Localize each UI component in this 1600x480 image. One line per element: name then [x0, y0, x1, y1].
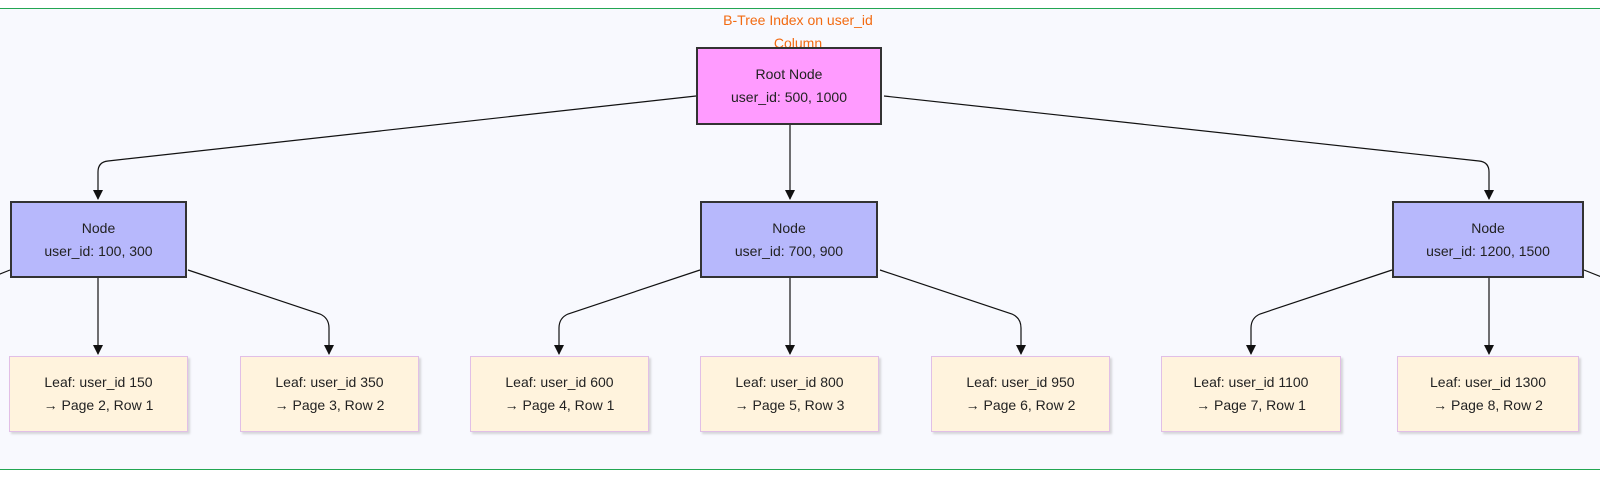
leaf-node-5: Leaf: user_id 950 → Page 6, Row 2 [931, 356, 1110, 432]
edge-n3-l6 [1246, 269, 1393, 355]
title-line-1: B-Tree Index on user_id [723, 12, 873, 28]
leaf-node-7-pointer: → Page 8, Row 2 [1433, 397, 1543, 413]
internal-node-2-keys: user_id: 700, 900 [734, 242, 844, 259]
edge-root-n3 [883, 95, 1494, 200]
internal-node-3: Node user_id: 1200, 1500 [1392, 201, 1584, 278]
edge-root-n1 [93, 95, 697, 200]
edge-n3-offscreen [1583, 269, 1600, 278]
internal-node-1-keys: user_id: 100, 300 [44, 242, 153, 259]
leaf-node-6: Leaf: user_id 1100 → Page 7, Row 1 [1161, 356, 1341, 432]
edge-n1-offscreen [0, 269, 11, 275]
leaf-node-1-key: Leaf: user_id 150 [44, 374, 153, 390]
leaf-node-2-key: Leaf: user_id 350 [275, 374, 384, 390]
root-node-label: Root Node [755, 66, 823, 82]
root-node: Root Node user_id: 500, 1000 [696, 47, 882, 125]
leaf-node-5-key: Leaf: user_id 950 [966, 374, 1075, 390]
internal-node-2: Node user_id: 700, 900 [700, 201, 878, 278]
leaf-node-3: Leaf: user_id 600 → Page 4, Row 1 [470, 356, 649, 432]
leaf-node-5-pointer: → Page 6, Row 2 [965, 397, 1076, 413]
internal-node-2-label: Node [772, 219, 806, 236]
leaf-node-4-pointer: → Page 5, Row 3 [734, 397, 845, 413]
leaf-node-7: Leaf: user_id 1300 → Page 8, Row 2 [1397, 356, 1579, 432]
leaf-node-6-key: Leaf: user_id 1100 [1193, 374, 1309, 390]
leaf-node-3-pointer: → Page 4, Row 1 [504, 397, 615, 413]
internal-node-3-label: Node [1471, 219, 1505, 236]
leaf-node-3-key: Leaf: user_id 600 [505, 374, 614, 390]
edge-n1-l2 [187, 269, 334, 355]
leaf-node-1: Leaf: user_id 150 → Page 2, Row 1 [9, 356, 188, 432]
edge-n2-l3 [554, 269, 701, 355]
leaf-node-1-pointer: → Page 2, Row 1 [43, 397, 154, 413]
root-node-keys: user_id: 500, 1000 [731, 89, 847, 105]
leaf-node-2: Leaf: user_id 350 → Page 3, Row 2 [240, 356, 419, 432]
edge-n2-l5 [879, 269, 1026, 355]
leaf-node-7-key: Leaf: user_id 1300 [1430, 374, 1546, 390]
leaf-node-4: Leaf: user_id 800 → Page 5, Row 3 [700, 356, 879, 432]
leaf-node-2-pointer: → Page 3, Row 2 [274, 397, 385, 413]
internal-node-1: Node user_id: 100, 300 [10, 201, 187, 278]
leaf-node-6-pointer: → Page 7, Row 1 [1196, 397, 1306, 413]
internal-node-3-keys: user_id: 1200, 1500 [1426, 242, 1550, 259]
internal-node-1-label: Node [81, 219, 116, 236]
leaf-node-4-key: Leaf: user_id 800 [735, 374, 844, 390]
